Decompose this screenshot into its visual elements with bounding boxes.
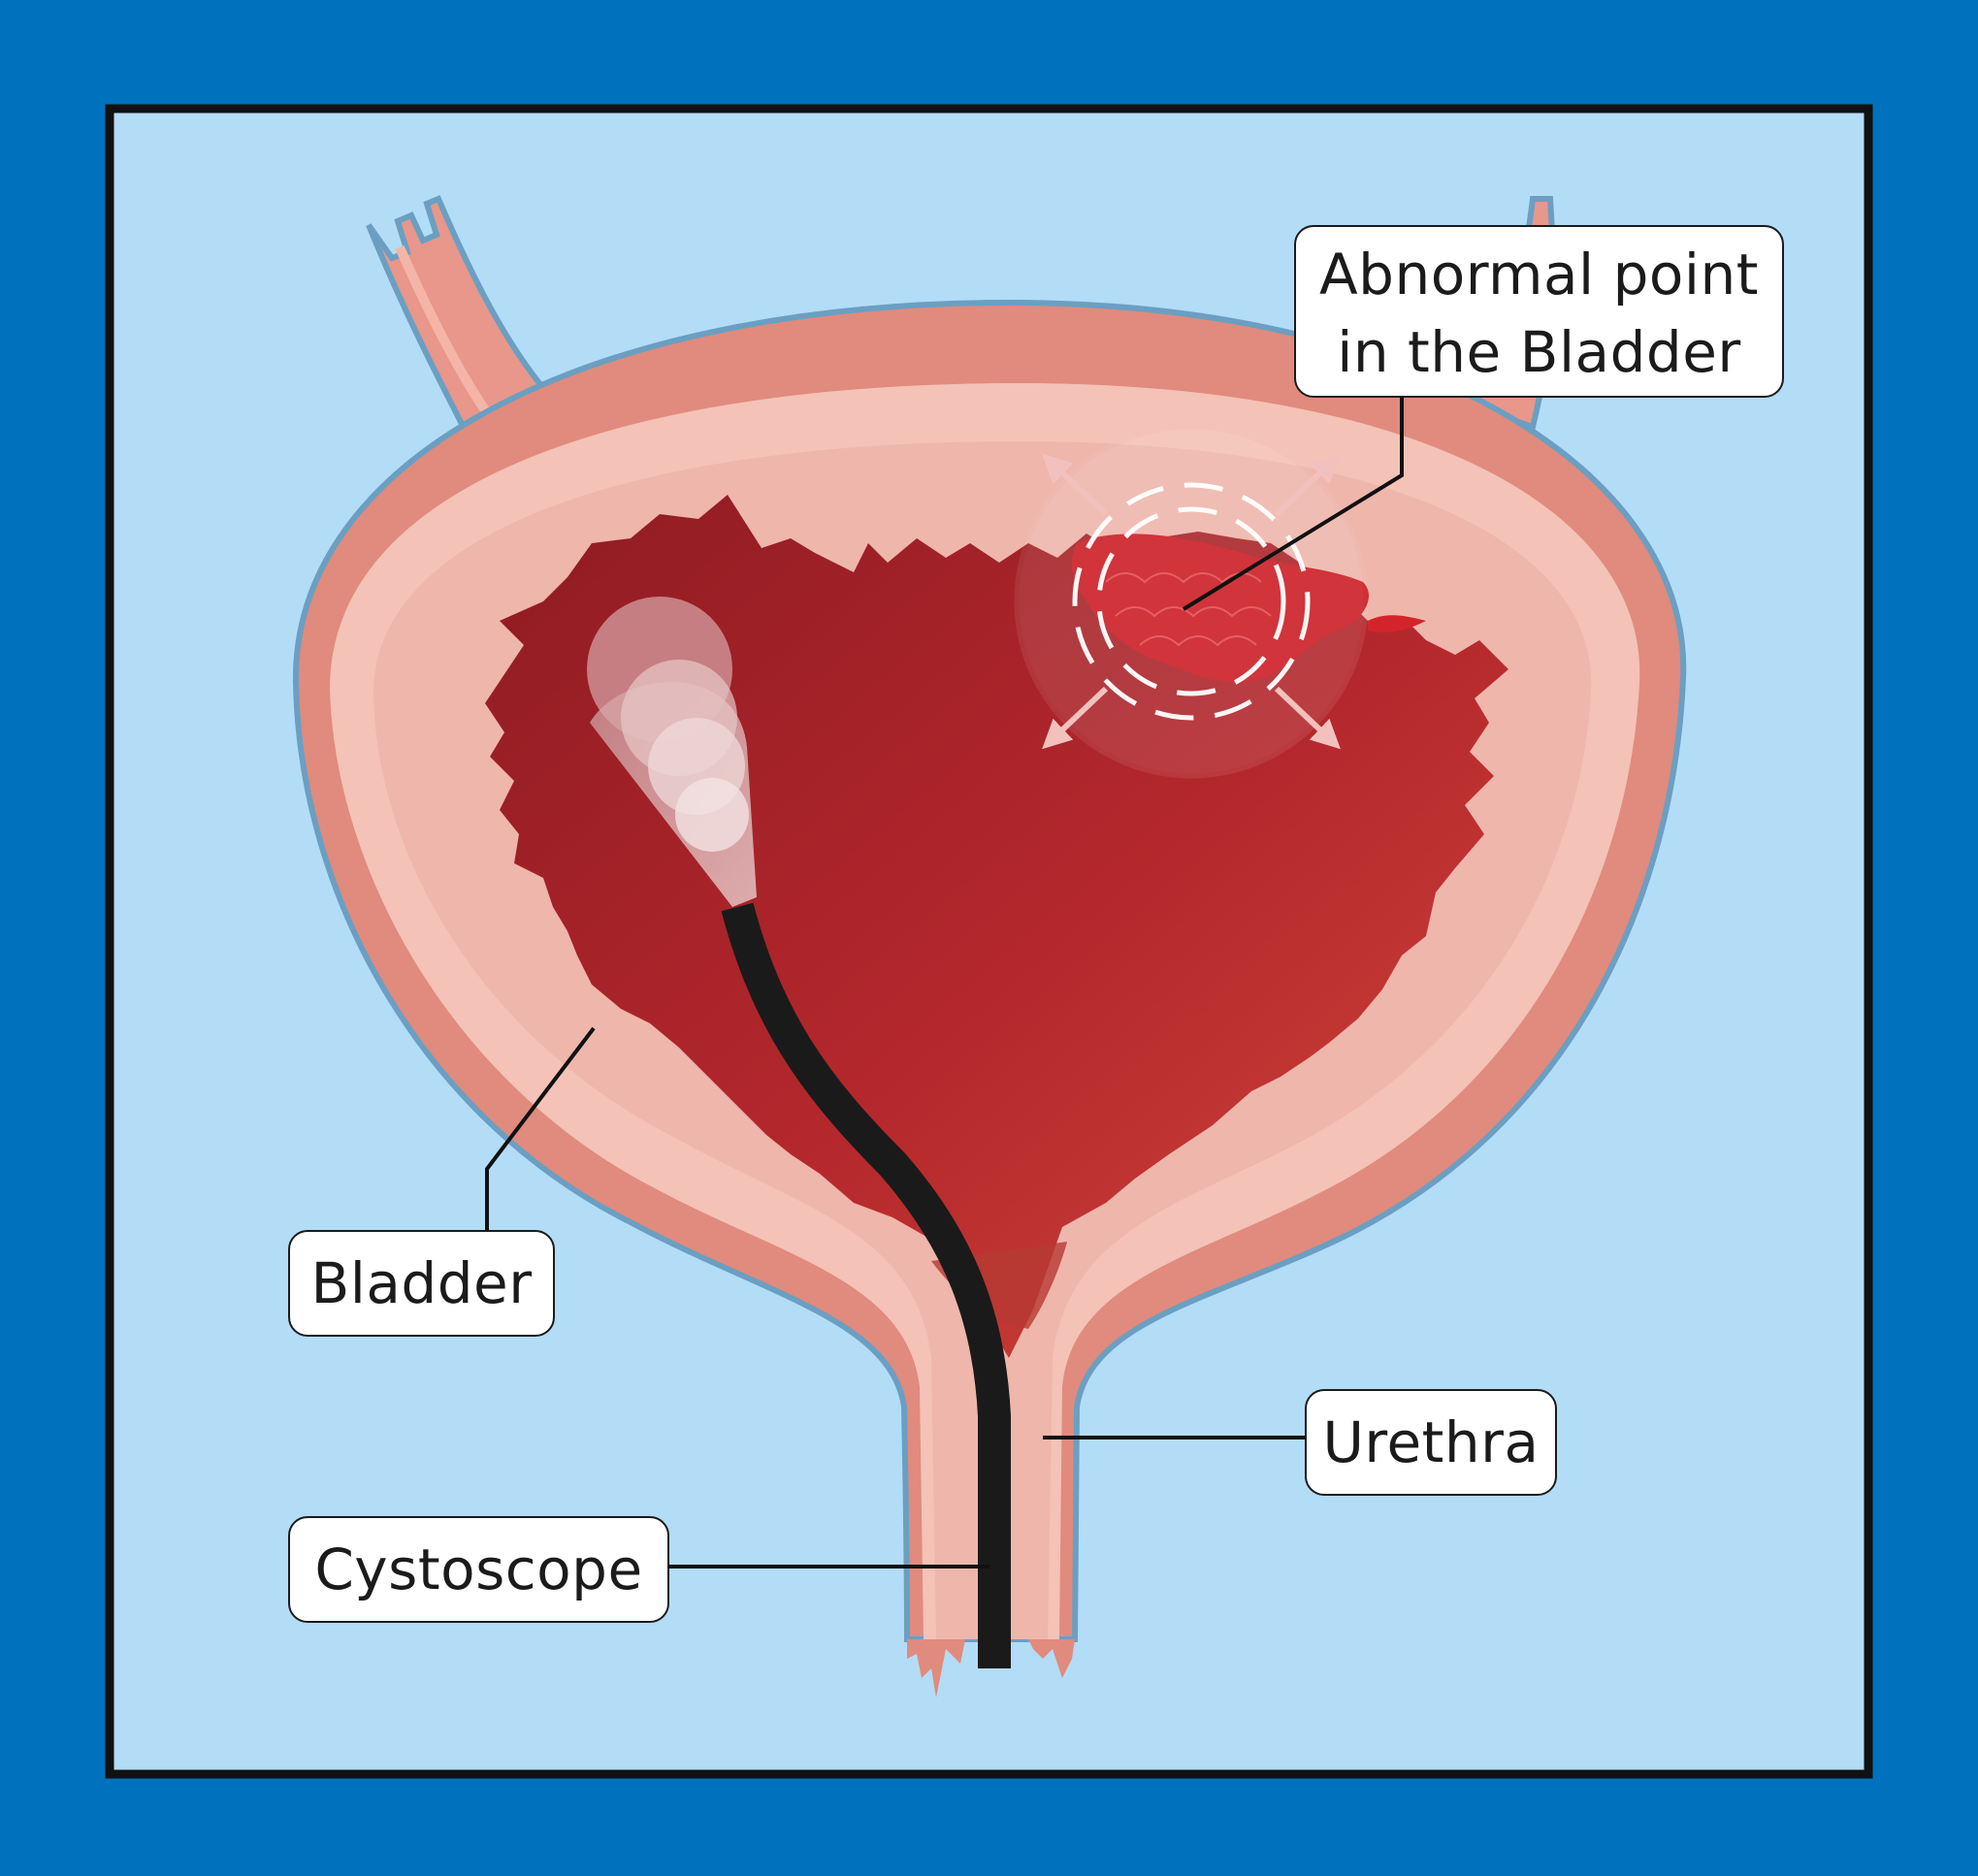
label-bladder-text: Bladder: [290, 1232, 553, 1335]
label-abnormal-point-line1: Abnormal point: [1296, 236, 1782, 313]
label-abnormal-point-line2: in the Bladder: [1296, 313, 1782, 391]
label-urethra-text: Urethra: [1307, 1391, 1555, 1494]
label-urethra: Urethra: [1305, 1389, 1557, 1496]
abnormal-highlight: [1017, 427, 1366, 776]
label-bladder: Bladder: [288, 1230, 555, 1337]
label-cystoscope: Cystoscope: [288, 1516, 669, 1623]
label-abnormal-point: Abnormal point in the Bladder: [1294, 225, 1784, 398]
label-cystoscope-text: Cystoscope: [290, 1518, 667, 1621]
